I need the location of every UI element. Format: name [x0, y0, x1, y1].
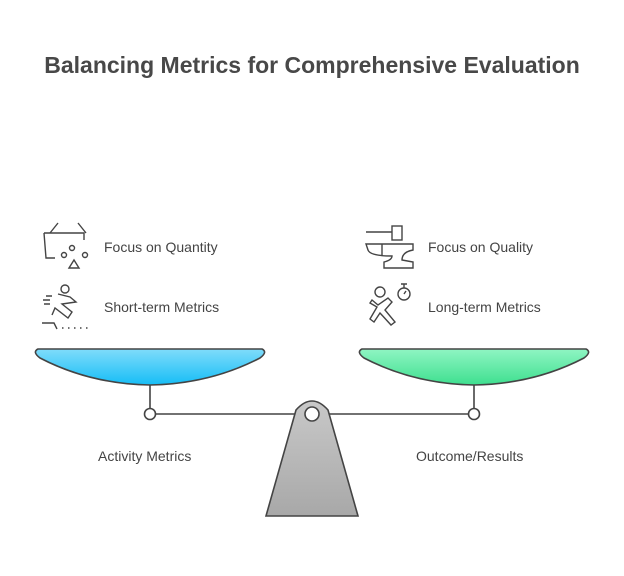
anvil-hammer-icon — [365, 225, 414, 269]
right-item-label: Focus on Quality — [428, 239, 534, 255]
fulcrum-stand — [264, 400, 360, 517]
left-item-label: Focus on Quantity — [104, 239, 218, 255]
left-pan — [34, 348, 266, 386]
left-pan-label: Activity Metrics — [98, 448, 192, 464]
right-pan-label: Outcome/Results — [416, 448, 524, 464]
basket-icon — [43, 222, 89, 269]
left-item-label: Short-term Metrics — [104, 299, 220, 315]
left-pivot — [143, 407, 157, 421]
runner-stopwatch-icon — [369, 283, 411, 326]
right-pan — [358, 348, 590, 386]
sprinter-icon — [42, 284, 88, 330]
right-pivot — [467, 407, 481, 421]
fulcrum-pivot — [304, 406, 320, 422]
diagram-title: Balancing Metrics for Comprehensive Eval… — [44, 52, 580, 78]
right-item-label: Long-term Metrics — [428, 299, 541, 315]
